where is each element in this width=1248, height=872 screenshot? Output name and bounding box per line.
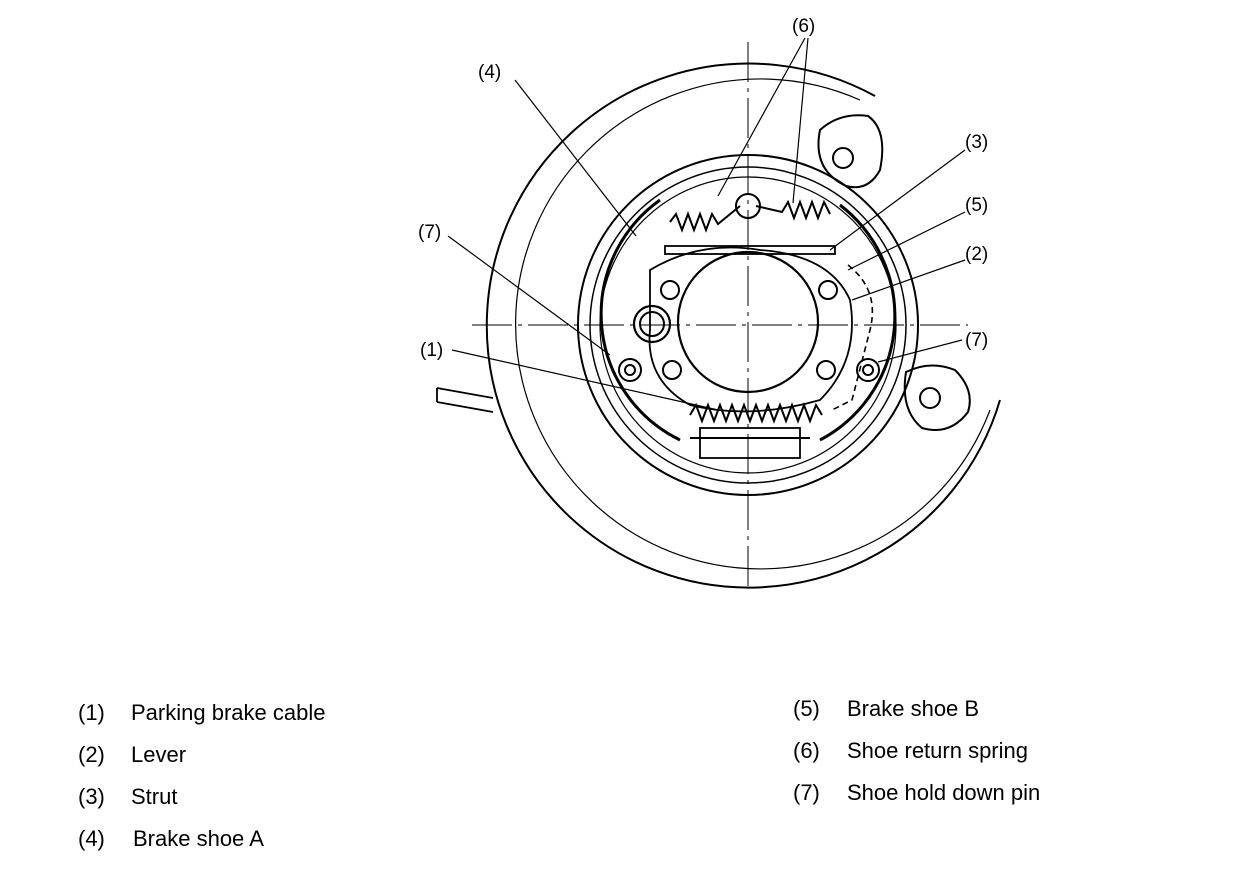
parking-brake-cable: [436, 387, 494, 413]
leader-6-left: [717, 37, 806, 197]
callout-7-right: (7): [965, 330, 988, 351]
callout-5: (5): [965, 195, 988, 216]
hold-down-pin-left: [618, 358, 642, 382]
strut: [664, 245, 836, 255]
hold-down-pin-right-center: [862, 364, 874, 376]
parking-cable-boss-inner: [639, 311, 665, 337]
backing-plate-inner: [515, 78, 991, 570]
leader-2: [851, 259, 966, 301]
shoe-return-spring-left: [669, 205, 741, 233]
leader-7-right: [877, 339, 963, 363]
legend-label: Brake shoe B: [847, 696, 980, 721]
callout-7-left: (7): [418, 222, 441, 243]
callout-4: (4): [478, 62, 501, 83]
legend-label: Shoe return spring: [847, 738, 1028, 763]
callout-3: (3): [965, 132, 988, 153]
legend-number: (1): [78, 700, 105, 725]
bolt-hole-1: [660, 280, 680, 300]
legend-label: Brake shoe A: [133, 826, 264, 851]
legend-number: (4): [78, 826, 105, 851]
legend-label: Shoe hold down pin: [847, 780, 1041, 805]
legend-number: (5): [793, 696, 820, 721]
backing-plate-outer: [485, 62, 1001, 589]
legend-label: Parking brake cable: [131, 700, 326, 725]
leader-6-right: [792, 37, 809, 204]
legend-number: (6): [793, 738, 820, 763]
leader-1: [451, 349, 719, 411]
bolt-hole-3: [662, 360, 682, 380]
leader-7-left: [447, 235, 611, 356]
brake-assembly-diagram: (6) (4) (3) (5) (2) (7) (1) (7): [418, 16, 1001, 589]
callout-1: (1): [420, 340, 443, 361]
hold-down-pin-right: [856, 358, 880, 382]
legend-number: (7): [793, 780, 820, 805]
leader-3: [829, 149, 966, 251]
leader-5: [847, 211, 966, 271]
parking-cable-boss: [632, 304, 672, 344]
bolt-hole-4: [816, 360, 836, 380]
lower-mount-hole: [919, 387, 941, 409]
brake-shoe-b: [819, 203, 897, 442]
legend-label: Strut: [131, 784, 178, 809]
legend-number: (2): [78, 742, 105, 767]
hub-plate: [648, 246, 853, 413]
lower-spring: [689, 402, 823, 424]
leader-4: [514, 79, 637, 237]
adjuster: [699, 427, 801, 459]
bolt-hole-2: [818, 280, 838, 300]
hold-down-pin-left-center: [624, 364, 636, 376]
upper-mount-hole: [832, 147, 854, 169]
callout-6: (6): [792, 16, 815, 37]
legend-label: Lever: [131, 742, 187, 767]
legend-number: (3): [78, 784, 105, 809]
lower-mounting-tab: [903, 364, 971, 431]
lever: [831, 264, 874, 411]
callout-2: (2): [965, 244, 988, 265]
shoe-return-spring-right: [755, 199, 831, 221]
